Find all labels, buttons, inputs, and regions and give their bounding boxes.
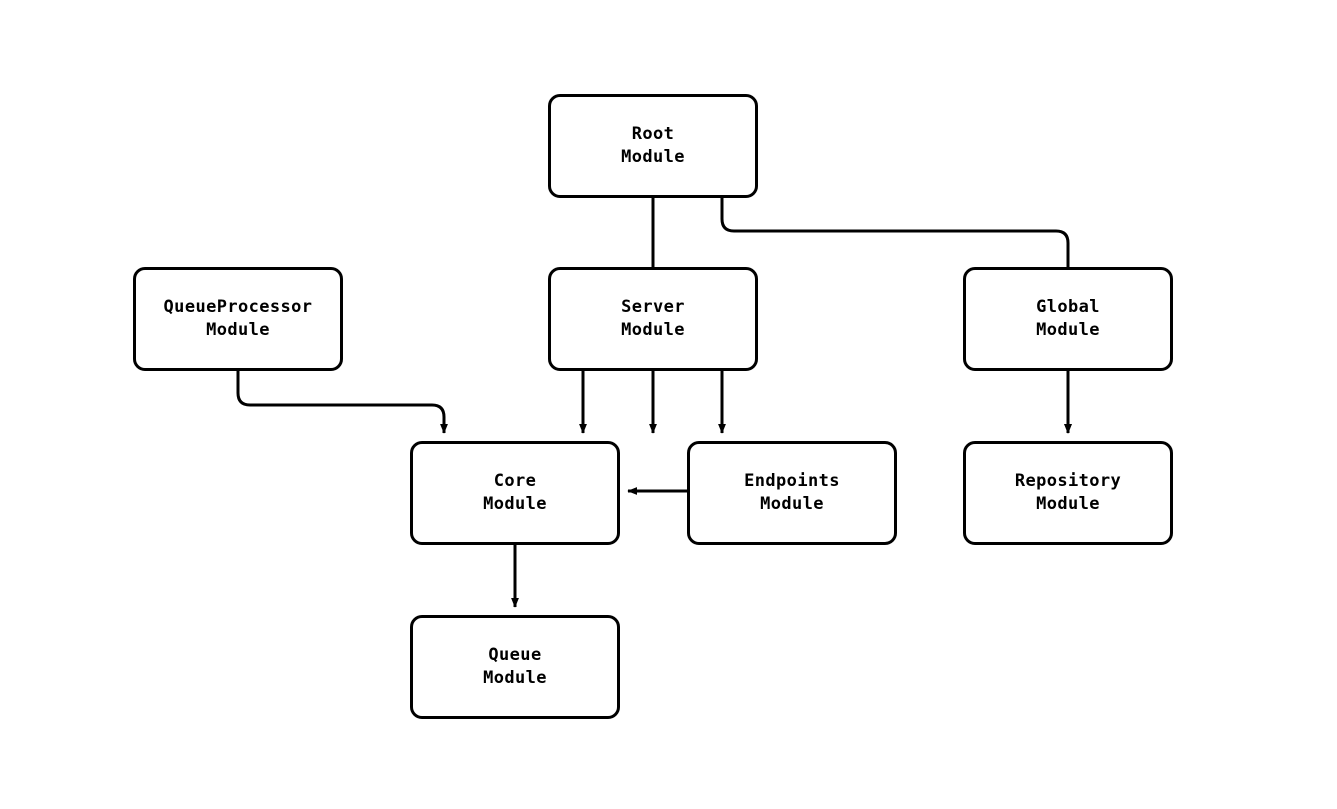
node-label-line2: Module	[621, 147, 685, 167]
node-queue-module[interactable]: Queue Module	[410, 615, 620, 719]
node-label-line1: Global	[1036, 296, 1100, 317]
node-label-line2: Module	[483, 494, 547, 514]
node-core-module[interactable]: Core Module	[410, 441, 620, 545]
node-label-line1: Core	[493, 470, 537, 491]
node-queueprocessor-module[interactable]: QueueProcessor Module	[133, 267, 343, 371]
node-label-line2: Module	[206, 320, 270, 340]
node-label-line1: Endpoints	[744, 470, 840, 491]
node-repository-module[interactable]: Repository Module	[963, 441, 1173, 545]
node-label-line1: QueueProcessor	[163, 296, 313, 317]
node-label-line2: Module	[621, 320, 685, 340]
node-label-line2: Module	[1036, 494, 1100, 514]
node-server-module[interactable]: Server Module	[548, 267, 758, 371]
node-endpoints-module[interactable]: Endpoints Module	[687, 441, 897, 545]
node-label-line1: Repository	[1014, 470, 1122, 491]
node-label-line1: Server	[621, 296, 685, 317]
node-label-line2: Module	[760, 494, 824, 514]
node-label-line2: Module	[1036, 320, 1100, 340]
node-global-module[interactable]: Global Module	[963, 267, 1173, 371]
node-label-line2: Module	[483, 668, 547, 688]
node-root-module[interactable]: Root Module	[548, 94, 758, 198]
node-label-line1: Root	[631, 123, 675, 144]
node-label-line1: Queue	[488, 644, 542, 665]
edge-queueprocessor-to-core	[236, 371, 448, 434]
